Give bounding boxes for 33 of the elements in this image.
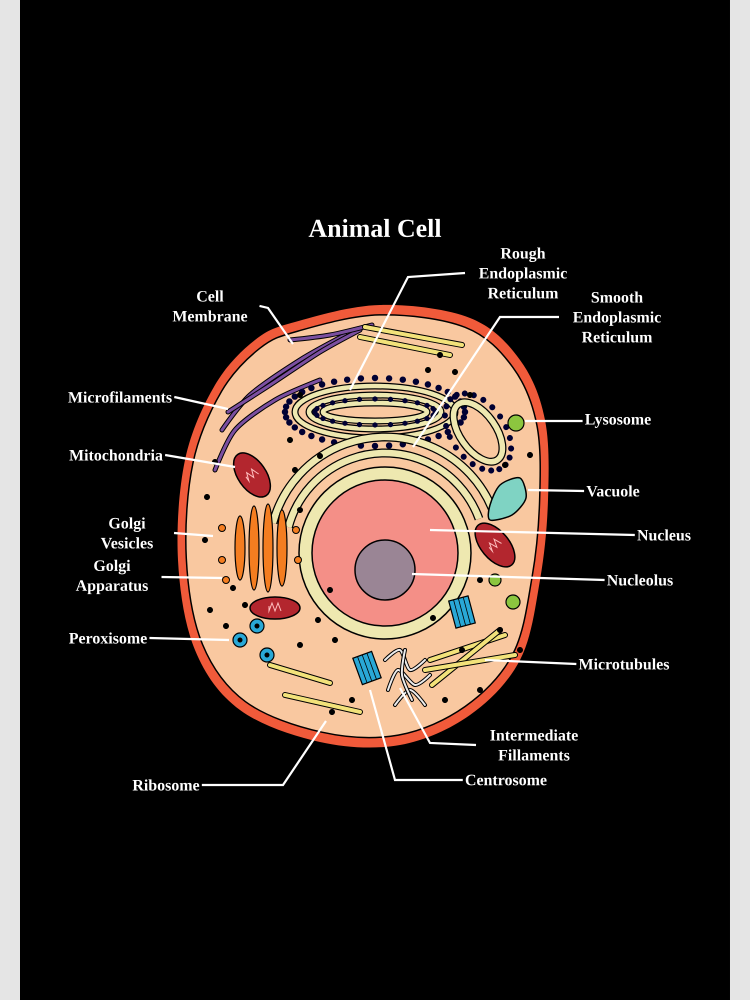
part-label: Lysosome [585, 414, 651, 428]
leader-line [368, 690, 463, 782]
part-label: Nucleolus [607, 574, 673, 586]
part-label: Cell Membrane [172, 290, 248, 322]
leader-line [202, 720, 327, 786]
leader-line [399, 687, 476, 746]
leader-line [525, 420, 583, 422]
title: Animal Cell [308, 218, 442, 238]
part-label: Centrosome [466, 774, 547, 786]
part-label: Microfilaments [68, 391, 172, 403]
part-label: Mitochondria [69, 449, 163, 461]
leader-line [162, 576, 222, 580]
part-label: Ribosome [132, 779, 200, 791]
leader-line [349, 272, 466, 390]
part-label: Peroxisome [69, 632, 147, 644]
part-label: Rough Endoplasmic Reticulum [478, 247, 567, 299]
part-label: Nucleus [637, 529, 691, 541]
leader-line [412, 572, 605, 582]
part-label: Intermediate Fillaments [490, 729, 578, 761]
leader-line [164, 454, 236, 468]
leader-line [484, 658, 576, 666]
leader-line [430, 528, 635, 536]
leader-line [149, 636, 230, 642]
leader-line [259, 304, 294, 345]
leader-line [174, 532, 214, 538]
part-label: Golgi Apparatus [76, 560, 148, 594]
leader-line [174, 396, 228, 410]
leader-line [412, 316, 559, 448]
leader-line [528, 488, 584, 492]
part-label: Microtubules [578, 658, 670, 670]
part-label: Smooth Endoplasmic Reticulum [572, 291, 661, 343]
part-label: Golgi Vesicles [100, 517, 153, 549]
part-label: Vacuole [586, 485, 640, 497]
